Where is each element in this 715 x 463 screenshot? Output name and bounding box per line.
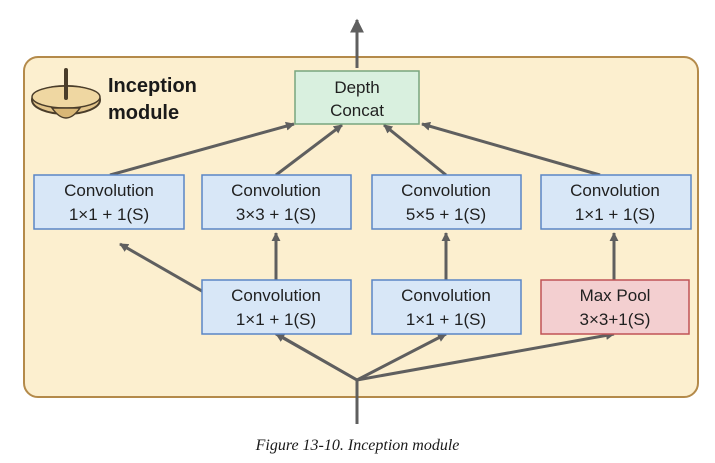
arrow-hub-maxpool	[356, 330, 615, 382]
inception-module-container	[23, 56, 699, 398]
conv-node-3x3: Convolution 3×3 + 1(S)	[201, 174, 352, 230]
spinning-top-icon	[31, 68, 101, 119]
conv5-line2: 1×1 + 1(S)	[236, 310, 316, 329]
conv1-line1: Convolution	[64, 181, 154, 200]
maxpool-line2: 3×3+1(S)	[580, 310, 651, 329]
module-title-line1: Inception	[108, 75, 197, 97]
conv5-line1: Convolution	[231, 286, 321, 305]
conv3-line2: 5×5 + 1(S)	[406, 205, 486, 224]
depth-concat-line2: Concat	[330, 101, 384, 120]
arrow-hub-conv5	[275, 332, 358, 382]
arrow-conv3-concat	[383, 123, 447, 177]
conv4-line1: Convolution	[570, 181, 660, 200]
conv1-line2: 1×1 + 1(S)	[69, 205, 149, 224]
maxpool-line1: Max Pool	[580, 286, 651, 305]
depth-concat-line1: Depth	[334, 78, 379, 97]
conv-node-1x1-d: Convolution 1×1 + 1(S)	[371, 279, 522, 335]
conv2-line2: 3×3 + 1(S)	[236, 205, 316, 224]
conv6-line2: 1×1 + 1(S)	[406, 310, 486, 329]
conv2-line1: Convolution	[231, 181, 321, 200]
arrow-hub-conv6	[356, 332, 447, 382]
conv6-line1: Convolution	[401, 286, 491, 305]
conv-node-1x1-b: Convolution 1×1 + 1(S)	[540, 174, 692, 230]
figure-caption: Figure 13-10. Inception module	[255, 437, 460, 454]
conv-node-1x1-c: Convolution 1×1 + 1(S)	[201, 279, 352, 335]
conv-node-5x5: Convolution 5×5 + 1(S)	[371, 174, 522, 230]
arrow-conv4-concat	[421, 121, 601, 177]
conv-node-1x1-a: Convolution 1×1 + 1(S)	[33, 174, 185, 230]
arrow-conv2-concat	[275, 123, 343, 177]
arrow-conv1-concat	[109, 121, 295, 177]
module-title-line2: module	[108, 102, 179, 124]
max-pool-node: Max Pool 3×3+1(S)	[540, 279, 690, 335]
arrows	[109, 18, 619, 424]
depth-concat-node: Depth Concat	[294, 70, 420, 125]
conv4-line2: 1×1 + 1(S)	[575, 205, 655, 224]
conv3-line1: Convolution	[401, 181, 491, 200]
